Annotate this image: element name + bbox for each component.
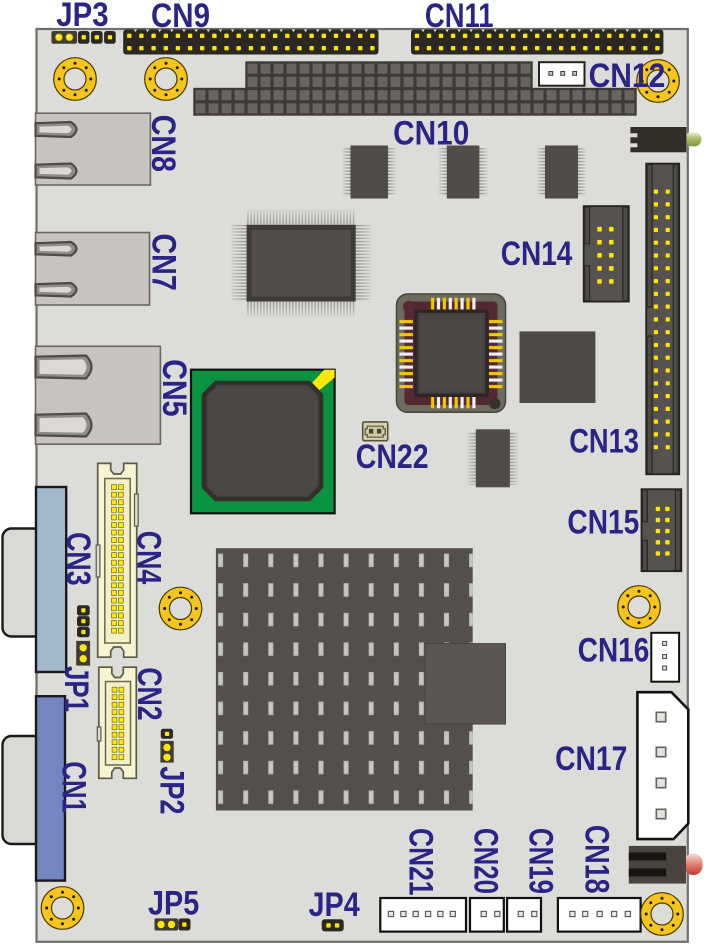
- svg-text:CN9: CN9: [151, 0, 210, 35]
- svg-text:CN11: CN11: [425, 0, 494, 35]
- svg-text:CN7: CN7: [145, 234, 183, 291]
- svg-text:CN12: CN12: [589, 57, 666, 95]
- svg-text:JP5: JP5: [148, 885, 199, 923]
- svg-text:CN5: CN5: [155, 359, 193, 416]
- svg-text:JP3: JP3: [56, 0, 108, 34]
- svg-text:CN15: CN15: [567, 503, 639, 541]
- svg-text:CN22: CN22: [356, 438, 429, 476]
- svg-text:CN18: CN18: [578, 825, 616, 894]
- svg-text:CN14: CN14: [501, 235, 573, 273]
- svg-text:CN19: CN19: [522, 828, 560, 894]
- svg-text:CN4: CN4: [129, 531, 167, 585]
- svg-text:CN21: CN21: [402, 828, 440, 896]
- svg-text:CN20: CN20: [467, 828, 505, 894]
- svg-text:JP2: JP2: [152, 766, 190, 814]
- svg-text:CN16: CN16: [578, 632, 650, 670]
- svg-text:CN10: CN10: [393, 114, 469, 152]
- svg-text:CN3: CN3: [59, 532, 97, 586]
- svg-text:CN1: CN1: [55, 761, 93, 813]
- svg-text:JP4: JP4: [309, 886, 360, 924]
- svg-text:CN8: CN8: [144, 115, 182, 172]
- svg-text:CN17: CN17: [555, 740, 627, 778]
- svg-text:CN2: CN2: [130, 667, 168, 721]
- svg-text:JP1: JP1: [57, 666, 95, 712]
- svg-text:CN13: CN13: [569, 423, 639, 461]
